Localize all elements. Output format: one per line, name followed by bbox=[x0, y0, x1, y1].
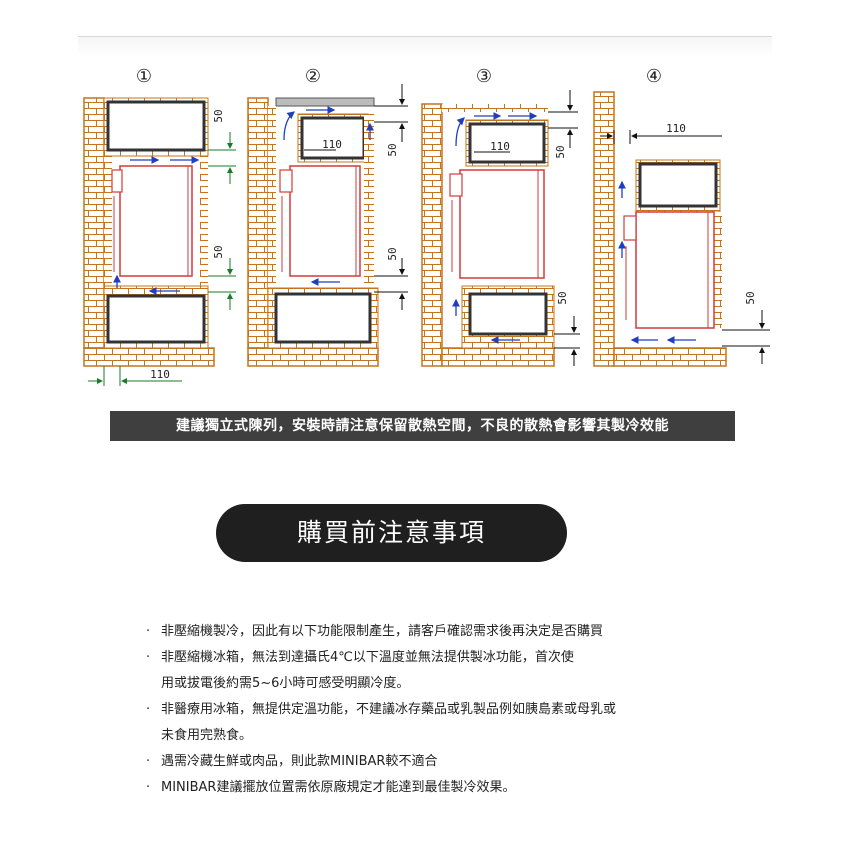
list-item: · 非壓縮機製冷，因此有以下功能限制產生，請客戶確認需求後再決定是否購買 bbox=[146, 619, 706, 645]
note-line: 用或拔電後約需5~6小時可感受明顯冷度。 bbox=[161, 676, 410, 691]
panel-3: ③ 110 50 50 bbox=[421, 66, 580, 367]
brick-floor bbox=[441, 347, 555, 367]
brick-floor bbox=[613, 347, 727, 367]
fridge-handle bbox=[279, 169, 293, 193]
notice-title: 購買前注意事項 bbox=[216, 504, 567, 562]
list-item: · 遇需冷藏生鮮或肉品，則此款MINIBAR較不適合 bbox=[146, 749, 706, 775]
installation-diagram: ① 50 50 110 ② bbox=[83, 66, 770, 386]
top-wall bbox=[442, 104, 548, 112]
notes-list: · 非壓縮機製冷，因此有以下功能限制產生，請客戶確認需求後再決定是否購買 · 非… bbox=[146, 619, 706, 801]
panel-1-number: ① bbox=[136, 66, 152, 87]
brick-wall-left bbox=[83, 97, 105, 349]
bullet: · bbox=[146, 754, 151, 769]
dimension-label: 50 bbox=[386, 247, 399, 260]
top-vent-panel bbox=[275, 97, 375, 107]
note-line: 遇需冷藏生鮮或肉品，則此款MINIBAR較不適合 bbox=[161, 754, 438, 769]
note-line: 非壓縮機冰箱，無法到達攝氏4℃以下溫度並無法提供製冰功能，首次使 bbox=[161, 650, 574, 665]
bullet: · bbox=[146, 702, 151, 717]
dimension-label: 50 bbox=[554, 145, 567, 158]
bullet: · bbox=[146, 624, 151, 639]
side-wall bbox=[364, 114, 374, 288]
dimension-label: 110 bbox=[490, 140, 510, 153]
brick-floor bbox=[247, 347, 379, 367]
upper-cabinet bbox=[638, 162, 718, 208]
lower-cabinet bbox=[468, 292, 548, 336]
panel-4-number: ④ bbox=[646, 66, 662, 87]
side-wall bbox=[200, 156, 208, 286]
installation-banner: 建議獨立式陳列，安裝時請注意保留散熱空間，不良的散熱會影響其製冷效能 bbox=[110, 411, 735, 441]
dimension-label: 50 bbox=[212, 245, 225, 258]
note-line: 非醫療用冰箱，無提供定溫功能，不建議冰存藥品或乳製品例如胰島素或母乳或 bbox=[161, 702, 617, 717]
panel-1: ① 50 50 110 bbox=[83, 66, 236, 386]
list-item: · 非壓縮機冰箱，無法到達攝氏4℃以下溫度並無法提供製冰功能，首次使 用或拔電後… bbox=[146, 645, 706, 697]
bullet: · bbox=[146, 650, 151, 665]
panel-3-number: ③ bbox=[476, 66, 492, 87]
note-line: MINIBAR建議擺放位置需依原廠規定才能達到最佳製冷效果。 bbox=[161, 780, 516, 795]
list-item: · MINIBAR建議擺放位置需依原廠規定才能達到最佳製冷效果。 bbox=[146, 775, 706, 801]
note-line: 非壓縮機製冷，因此有以下功能限制產生，請客戶確認需求後再決定是否購買 bbox=[161, 624, 604, 639]
dimension-label: 50 bbox=[744, 291, 757, 304]
lower-cabinet bbox=[274, 292, 372, 344]
upper-cabinet bbox=[106, 100, 206, 152]
fridge-handle bbox=[111, 169, 123, 193]
bullet: · bbox=[146, 780, 151, 795]
minibar-fridge bbox=[635, 211, 715, 329]
minibar-fridge bbox=[459, 169, 545, 279]
minibar-fridge bbox=[289, 165, 361, 277]
dimension-label: 110 bbox=[666, 122, 686, 135]
dimension-label: 50 bbox=[212, 109, 225, 122]
note-line: 未食用完熟食。 bbox=[161, 728, 253, 743]
brick-wall-left bbox=[247, 97, 269, 349]
top-divider bbox=[78, 36, 772, 57]
dimension-label: 50 bbox=[556, 291, 569, 304]
airflow-arrow bbox=[455, 117, 465, 147]
brick-floor bbox=[83, 347, 215, 367]
dimension-label: 110 bbox=[150, 368, 170, 381]
dimension-label: 110 bbox=[322, 138, 342, 151]
brick-wall-left bbox=[421, 103, 443, 367]
minibar-fridge bbox=[119, 165, 193, 277]
list-item: · 非醫療用冰箱，無提供定溫功能，不建議冰存藥品或乳製品例如胰島素或母乳或 未食… bbox=[146, 697, 706, 749]
panel-2-number: ② bbox=[305, 66, 321, 87]
panel-4: ④ 110 50 bbox=[593, 66, 770, 367]
upper-cabinet bbox=[468, 122, 546, 164]
side-wall bbox=[104, 156, 112, 286]
panel-2: ② 110 50 50 bbox=[247, 66, 408, 367]
brick-wall-left bbox=[593, 91, 615, 367]
fridge-handle bbox=[623, 215, 637, 241]
airflow-arrow bbox=[283, 111, 296, 141]
fridge-handle bbox=[449, 173, 463, 197]
lower-cabinet bbox=[106, 294, 206, 344]
side-wall bbox=[714, 212, 722, 328]
side-wall bbox=[268, 106, 276, 288]
dimension-label: 50 bbox=[386, 143, 399, 156]
